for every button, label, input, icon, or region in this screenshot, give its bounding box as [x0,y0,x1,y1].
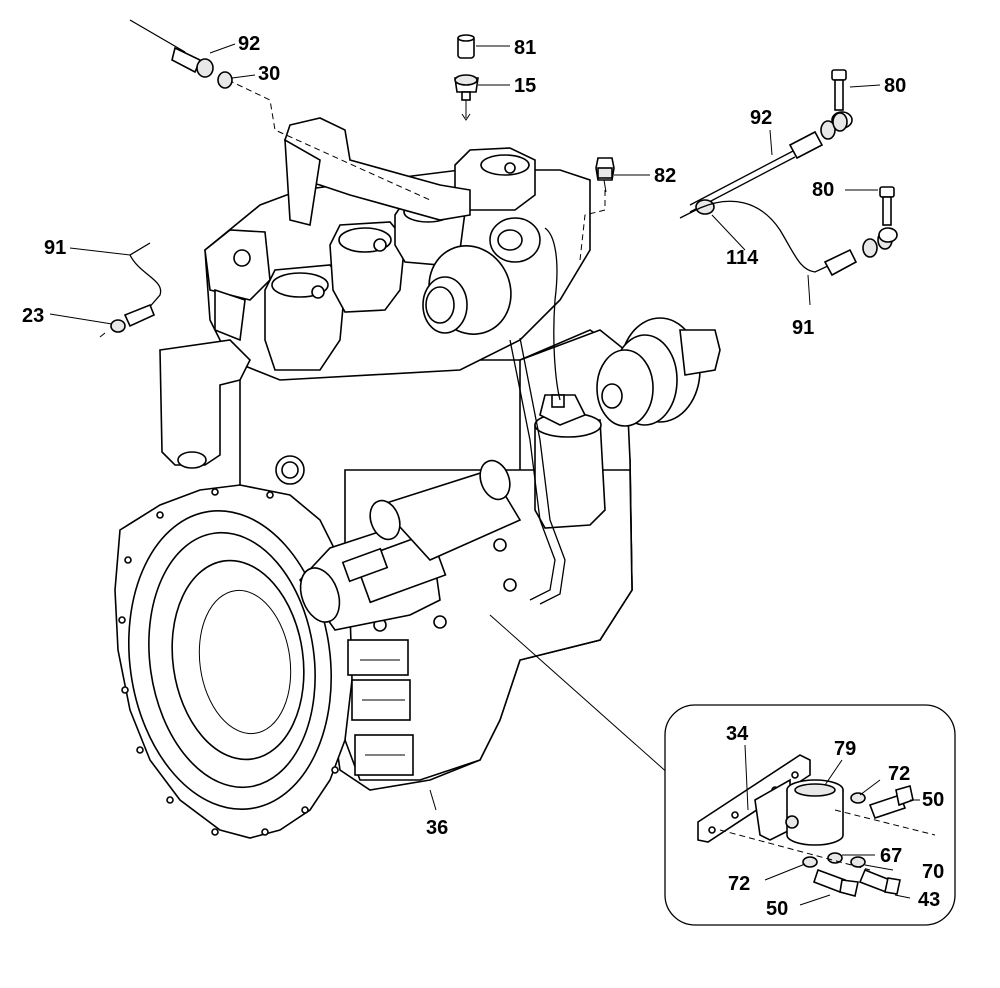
starter-motor [298,459,522,631]
flywheel-housing [114,484,353,839]
fuel-pipe-lower [509,339,556,601]
pipe-23-91 [49,242,162,338]
fuel-filter [534,394,606,529]
callout-labels: 92 30 81 15 80 92 82 80 91 114 91 23 36 … [22,33,944,920]
pipe-assembly-right [679,69,898,306]
callout-67: 67 [880,845,902,867]
fuel-pipe-right [544,227,561,401]
callout-79: 79 [834,738,856,760]
callout-114: 114 [726,247,759,269]
crank-pulley [596,317,721,427]
fitting-81-15 [454,34,510,121]
callout-70: 70 [922,861,944,883]
alternator [422,217,541,335]
callout-43: 43 [918,889,940,911]
callout-92-right: 92 [750,107,772,129]
callout-30: 30 [258,63,280,85]
leader-30 [227,79,431,201]
inset-detail-box [664,704,956,926]
leader-inset [489,614,671,776]
callout-81: 81 [514,37,536,59]
callout-34: 34 [726,723,749,745]
cylinder-head [159,117,591,469]
callout-23: 23 [22,305,44,327]
callout-72-top: 72 [888,763,910,785]
callout-80-top: 80 [884,75,906,97]
engine-mounts [347,639,414,776]
callout-72-bottom: 72 [728,873,750,895]
callout-80-lower: 80 [812,179,834,201]
callout-50-right: 50 [922,789,944,811]
callout-50-bottom: 50 [766,898,788,920]
callout-15: 15 [514,75,536,97]
callout-82: 82 [654,165,676,187]
leader-82 [579,190,606,261]
callout-92-top-left: 92 [238,33,260,55]
fitting-92-30 [129,19,256,89]
callout-91-right: 91 [792,317,814,339]
callout-91-left: 91 [44,237,66,259]
fitting-82 [595,157,650,193]
callout-36: 36 [426,817,448,839]
